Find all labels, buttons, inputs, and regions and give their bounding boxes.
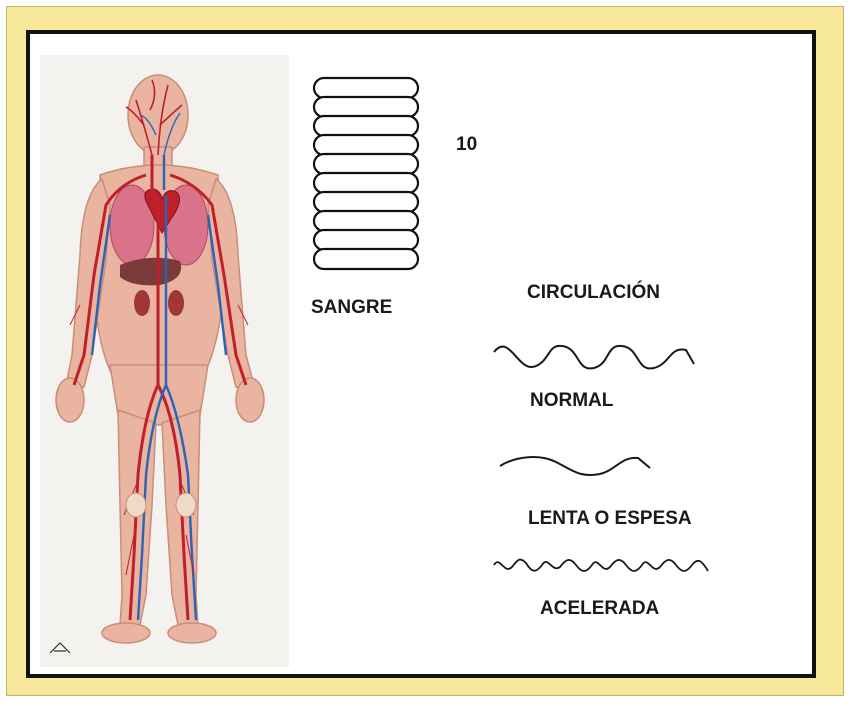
blood-cell <box>314 249 418 269</box>
blood-cell <box>314 230 418 250</box>
blood-cell <box>314 135 418 155</box>
acelerada-label: ACELERADA <box>540 598 659 620</box>
blood-cell-stack <box>310 74 422 284</box>
circulacion-title: CIRCULACIÓN <box>527 282 660 304</box>
blood-cell <box>314 78 418 98</box>
lenta-label: LENTA O ESPESA <box>528 508 692 530</box>
normal-label: NORMAL <box>530 390 613 412</box>
blood-cell <box>314 192 418 212</box>
blood-cell <box>314 97 418 117</box>
blood-cell <box>314 154 418 174</box>
cell-count-label: 10 <box>456 134 477 156</box>
accelerated-wave <box>490 553 714 579</box>
publisher-logo-icon <box>50 643 70 653</box>
normal-wave <box>490 338 700 378</box>
blood-cell <box>314 173 418 193</box>
sangre-label: SANGRE <box>311 297 392 319</box>
blood-cell <box>314 211 418 231</box>
circulatory-system-image <box>40 55 289 667</box>
slow-wave <box>496 448 656 482</box>
blood-cell <box>314 116 418 136</box>
body-silhouette <box>56 75 264 643</box>
